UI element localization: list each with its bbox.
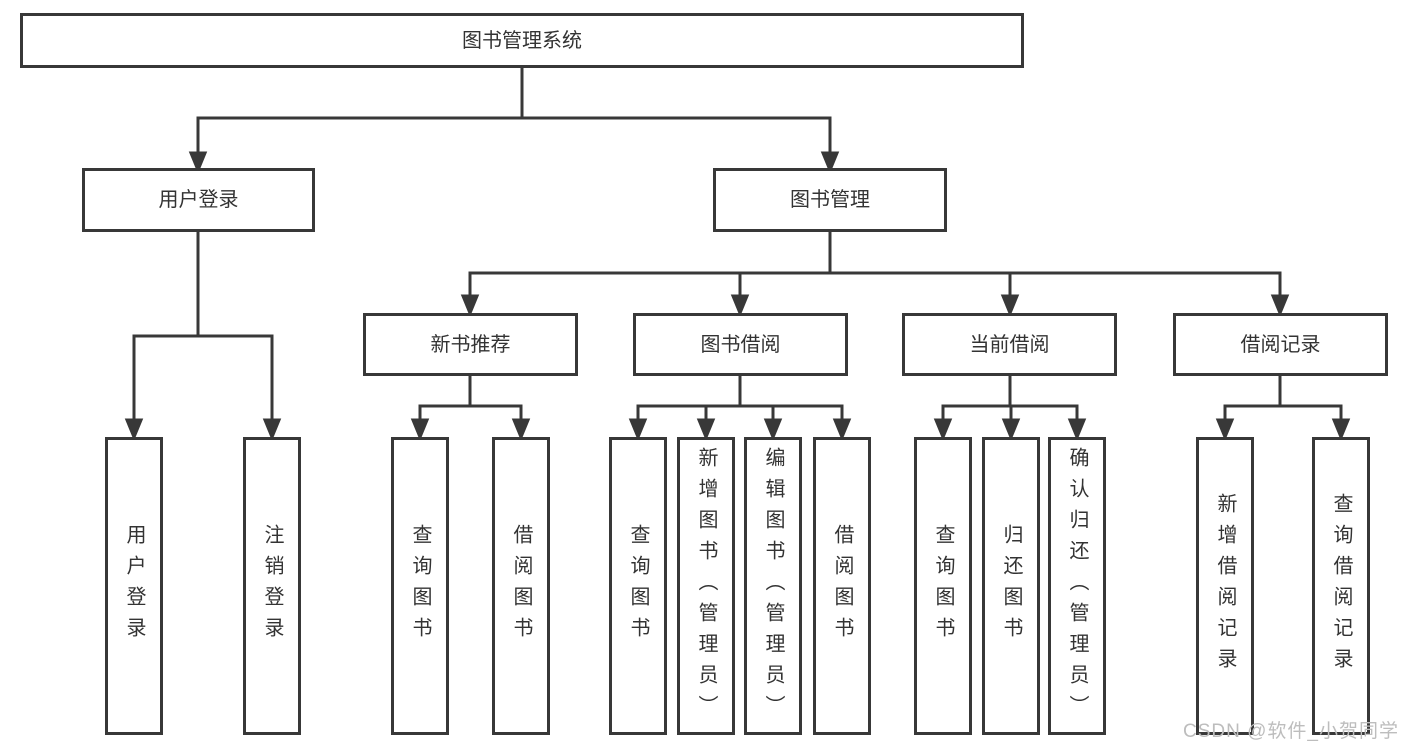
leaf-br-add-record: 新增借阅记录: [1196, 437, 1254, 735]
leaf-cb-return-books: 归还图书: [982, 437, 1040, 735]
leaf-bb-query-books: 查询图书: [609, 437, 667, 735]
node-label: 借阅记录: [1240, 333, 1321, 356]
node-user-login-branch: 用户登录: [82, 168, 315, 232]
node-current-borrow: 当前借阅: [902, 313, 1117, 376]
node-label: 用户登录: [158, 189, 239, 211]
node-label: 当前借阅: [969, 333, 1050, 356]
node-label: 图书管理系统: [462, 29, 582, 52]
leaf-bb-borrow-books: 借阅图书: [813, 437, 871, 735]
node-root-library-system: 图书管理系统: [20, 13, 1024, 68]
node-label: 查询图书: [409, 524, 431, 648]
node-new-book-recommend: 新书推荐: [363, 313, 578, 376]
leaf-bb-add-books-admin: 新增图书（管理员）: [677, 437, 735, 735]
leaf-nbr-query-books: 查询图书: [391, 437, 449, 735]
node-label: 查询借阅记录: [1330, 493, 1352, 679]
node-label: 借阅图书: [510, 524, 532, 648]
leaf-bb-edit-books-admin: 编辑图书（管理员）: [744, 437, 802, 735]
connector-user-login-to-leaves: [124, 232, 282, 441]
node-borrow-record: 借阅记录: [1173, 313, 1388, 376]
leaf-cb-confirm-return-admin: 确认归还（管理员）: [1048, 437, 1106, 735]
connector-root-to-level2: [188, 68, 840, 174]
connector-new-book-recommend-to-leaves: [410, 376, 531, 441]
connector-book-borrow-to-leaves: [628, 376, 852, 441]
node-label: 借阅图书: [831, 524, 853, 648]
node-label: 新书推荐: [430, 333, 511, 356]
node-label: 图书借阅: [700, 333, 781, 356]
connector-borrow-record-to-leaves: [1215, 376, 1351, 441]
watermark: CSDN @软件_小贺同学: [1183, 721, 1399, 742]
node-label: 用户登录: [123, 524, 145, 648]
node-label: 归还图书: [1000, 524, 1022, 648]
leaf-user-login: 用户登录: [105, 437, 163, 735]
leaf-nbr-borrow-books: 借阅图书: [492, 437, 550, 735]
node-label: 编辑图书（管理员）: [762, 446, 784, 726]
node-label: 查询图书: [932, 524, 954, 648]
node-book-management-branch: 图书管理: [713, 168, 947, 232]
leaf-logout: 注销登录: [243, 437, 301, 735]
leaf-cb-query-books: 查询图书: [914, 437, 972, 735]
node-label: 图书管理: [790, 189, 870, 211]
node-label: 新增借阅记录: [1214, 493, 1236, 679]
connector-book-management-to-level3: [460, 232, 1290, 317]
leaf-br-query-record: 查询借阅记录: [1312, 437, 1370, 735]
node-label: 新增图书（管理员）: [695, 446, 717, 726]
node-label: 注销登录: [261, 524, 283, 648]
node-book-borrow: 图书借阅: [633, 313, 848, 376]
node-label: 确认归还（管理员）: [1066, 446, 1088, 726]
node-label: 查询图书: [627, 524, 649, 648]
connector-current-borrow-to-leaves: [933, 376, 1087, 441]
